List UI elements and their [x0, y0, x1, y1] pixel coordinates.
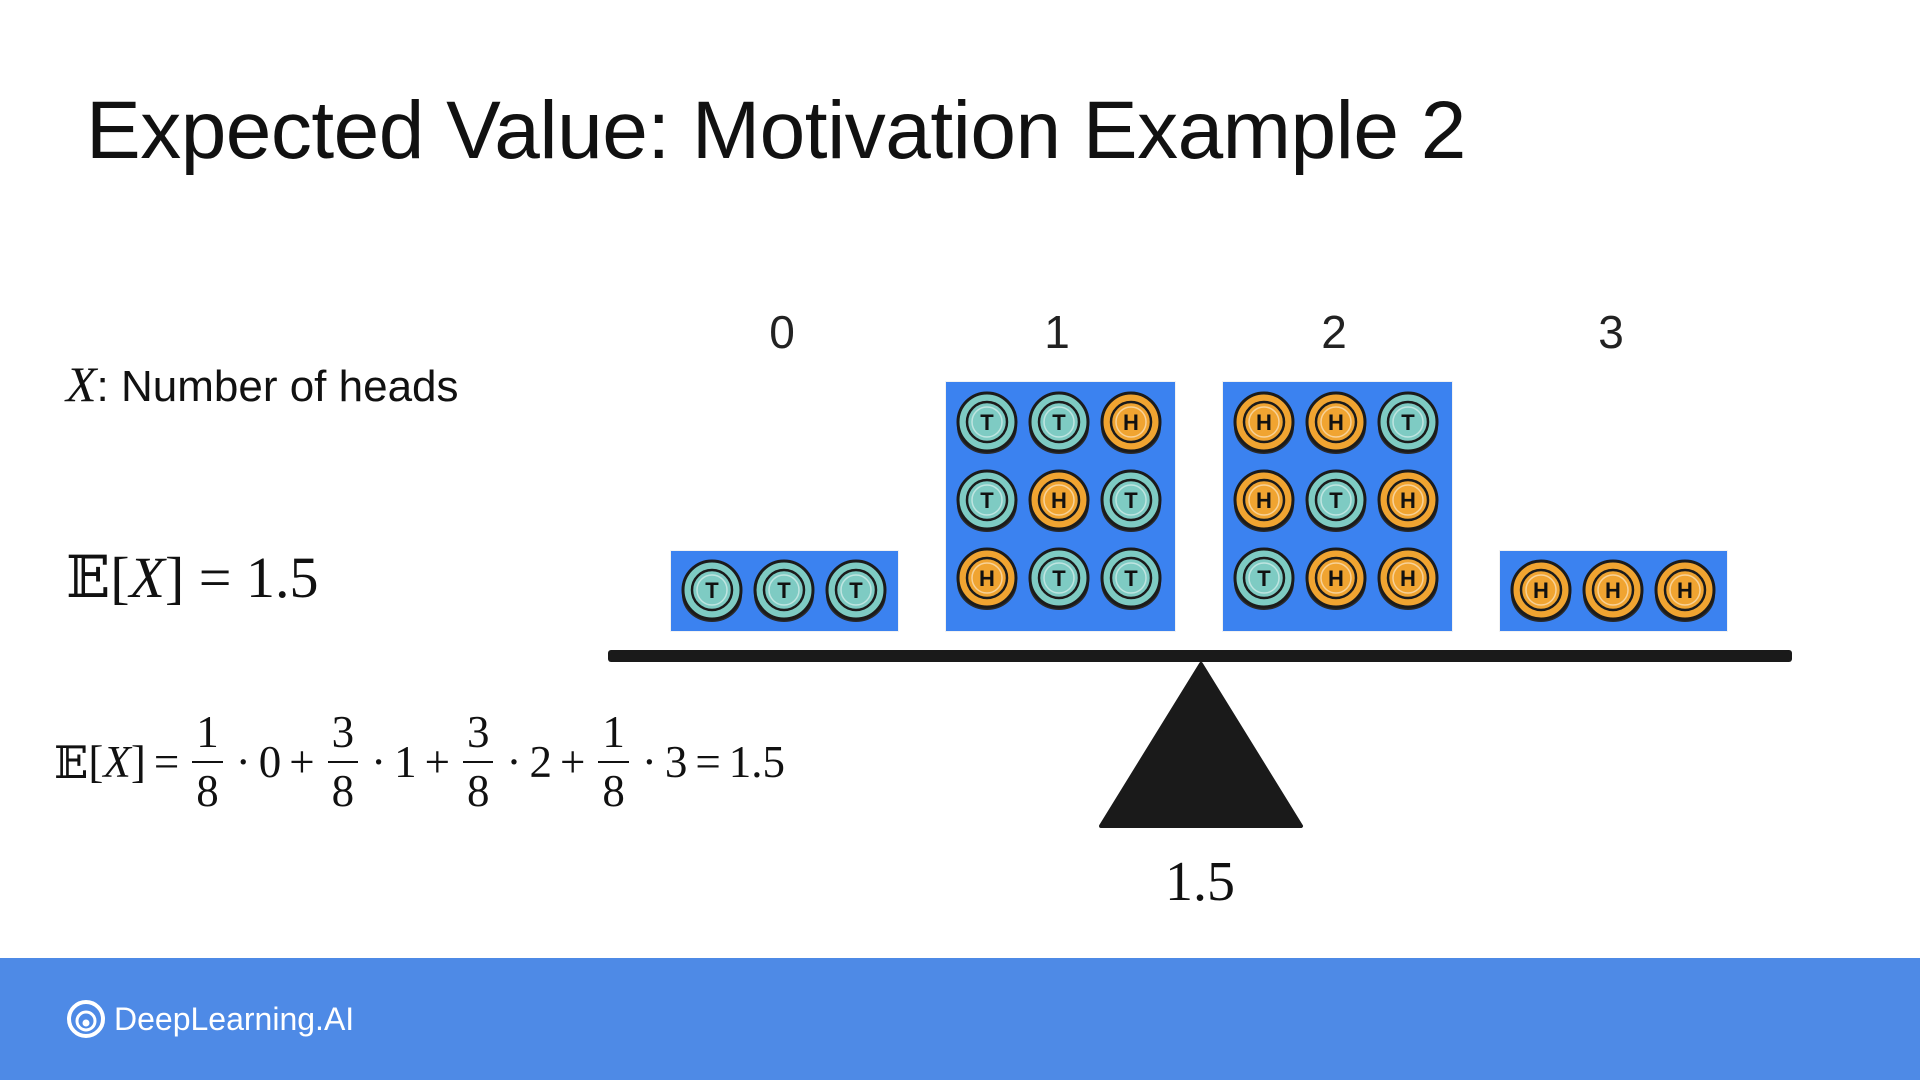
- expected-value-statement: 𝔼[X] = 1.5: [66, 543, 319, 611]
- coin-heads-icon: H: [1305, 547, 1367, 610]
- coin-tails-icon: T: [753, 559, 815, 622]
- balance-beam: [608, 650, 1792, 662]
- svg-text:T: T: [777, 578, 791, 603]
- coin-heads-icon: H: [1377, 547, 1439, 610]
- svg-text:T: T: [980, 488, 994, 513]
- coin-heads-icon: H: [1377, 469, 1439, 532]
- svg-text:H: H: [1677, 578, 1693, 603]
- svg-text:T: T: [980, 410, 994, 435]
- svg-text:H: H: [1051, 488, 1067, 513]
- brand: DeepLearning.AI: [66, 958, 354, 1080]
- svg-text:H: H: [1256, 488, 1272, 513]
- fulcrum-triangle: [1099, 662, 1303, 828]
- variable-symbol: X: [66, 356, 97, 412]
- coin-tails-icon: T: [1100, 469, 1162, 532]
- outcome-label-1: 1: [1044, 306, 1070, 358]
- coin-tails-icon: T: [681, 559, 743, 622]
- deeplearning-logo-icon: [67, 1000, 105, 1038]
- svg-text:H: H: [979, 566, 995, 591]
- svg-text:T: T: [1401, 410, 1415, 435]
- svg-text:H: H: [1605, 578, 1621, 603]
- variable-definition: X: Number of heads: [66, 355, 459, 413]
- svg-text:H: H: [1328, 566, 1344, 591]
- coin-tails-icon: T: [1100, 547, 1162, 610]
- coin-heads-icon: H: [1028, 469, 1090, 532]
- svg-text:T: T: [849, 578, 863, 603]
- expectation-operator: 𝔼: [66, 543, 111, 611]
- coin-tails-icon: T: [1377, 391, 1439, 454]
- svg-text:H: H: [1400, 488, 1416, 513]
- balance-point-label: 1.5: [1165, 851, 1235, 913]
- variable-description: : Number of heads: [96, 362, 459, 411]
- term-value: 1: [394, 737, 417, 787]
- footer-bar: DeepLearning.AI: [0, 958, 1920, 1080]
- coin-heads-icon: H: [1233, 469, 1295, 532]
- outcome-box-1: T T H T H T H T T: [946, 382, 1175, 631]
- coin-heads-icon: H: [1100, 391, 1162, 454]
- coin-tails-icon: T: [1028, 547, 1090, 610]
- svg-text:T: T: [1124, 566, 1138, 591]
- coin-tails-icon: T: [956, 391, 1018, 454]
- coin-tails-icon: T: [825, 559, 887, 622]
- expectation-symbol: X: [129, 545, 165, 610]
- coin-heads-icon: H: [1582, 559, 1644, 622]
- outcome-label-3: 3: [1598, 306, 1624, 358]
- svg-text:H: H: [1123, 410, 1139, 435]
- brand-name: DeepLearning.AI: [114, 1000, 355, 1037]
- svg-text:H: H: [1400, 566, 1416, 591]
- svg-text:T: T: [705, 578, 719, 603]
- term-value: 0: [258, 737, 282, 787]
- coin-heads-icon: H: [1654, 559, 1716, 622]
- outcome-box-2: H H T H T H T H H: [1223, 382, 1452, 631]
- svg-text:H: H: [1533, 578, 1549, 603]
- svg-text:T: T: [1052, 566, 1066, 591]
- svg-text:T: T: [1257, 566, 1271, 591]
- coin-tails-icon: T: [956, 469, 1018, 532]
- coin-heads-icon: H: [1305, 391, 1367, 454]
- outcome-label-2: 2: [1321, 306, 1347, 358]
- coin-heads-icon: H: [956, 547, 1018, 610]
- expectation-value: 1.5: [246, 545, 319, 610]
- term-value: 2: [529, 737, 552, 787]
- coin-heads-icon: H: [1510, 559, 1572, 622]
- slide-title: Expected Value: Motivation Example 2: [86, 85, 1466, 176]
- svg-text:T: T: [1329, 488, 1343, 513]
- svg-text:T: T: [1124, 488, 1138, 513]
- outcome-label-0: 0: [769, 306, 795, 358]
- formula-result: 1.5: [728, 737, 786, 787]
- formula-operator: 𝔼: [54, 735, 89, 789]
- svg-text:H: H: [1256, 410, 1272, 435]
- coin-tails-icon: T: [1028, 391, 1090, 454]
- coin-tails-icon: T: [1233, 547, 1295, 610]
- svg-text:T: T: [1052, 410, 1066, 435]
- coin-heads-icon: H: [1233, 391, 1295, 454]
- formula-symbol: X: [103, 737, 131, 787]
- term-value: 3: [664, 737, 688, 787]
- svg-text:H: H: [1328, 410, 1344, 435]
- coin-tails-icon: T: [1305, 469, 1367, 532]
